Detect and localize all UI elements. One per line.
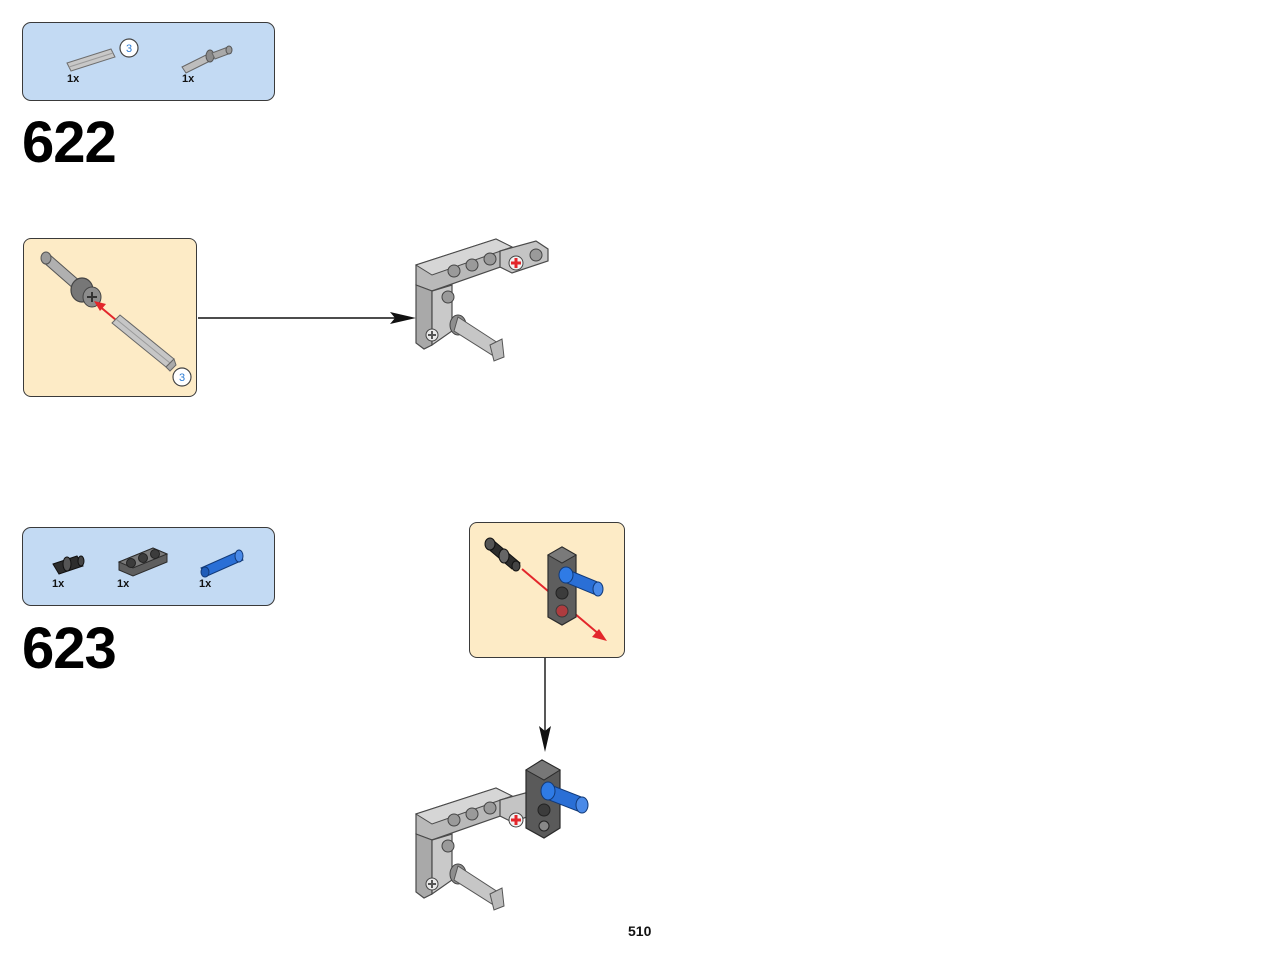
callout-pin-icon xyxy=(40,251,177,372)
parts-list-622: 3 1x 1x xyxy=(22,22,275,101)
step-622-arrow-icon xyxy=(198,312,416,324)
step-number-623: 623 xyxy=(22,616,117,681)
pin-with-axle-part-icon xyxy=(181,45,233,74)
callout-length-text: 3 xyxy=(179,372,185,384)
page-number: 510 xyxy=(628,923,652,939)
beam-3-part-icon xyxy=(117,547,169,577)
callout-length-badge-icon: 3 xyxy=(172,367,192,387)
sub-assembly-callout-622: 3 xyxy=(23,238,197,397)
axle-part-icon xyxy=(66,48,116,72)
step-623-model-icon xyxy=(414,759,589,911)
axle-length-text: 3 xyxy=(126,43,132,55)
parts-list-623: 1x 1x 1x xyxy=(22,527,275,606)
step-number-622: 622 xyxy=(22,110,117,175)
step-622-model-icon xyxy=(414,238,549,362)
black-pin-quantity: 1x xyxy=(52,578,65,590)
callout-beam-pins-icon xyxy=(484,537,607,641)
pin-with-axle-quantity: 1x xyxy=(182,73,195,85)
axle-length-badge-icon: 3 xyxy=(119,38,139,58)
black-pin-part-icon xyxy=(52,555,85,575)
step-623-arrow-icon xyxy=(539,658,551,752)
beam-3-quantity: 1x xyxy=(117,578,130,590)
blue-pin-part-icon xyxy=(200,549,244,578)
blue-pin-quantity: 1x xyxy=(199,578,212,590)
axle-quantity: 1x xyxy=(67,73,80,85)
sub-assembly-callout-623 xyxy=(469,522,625,658)
